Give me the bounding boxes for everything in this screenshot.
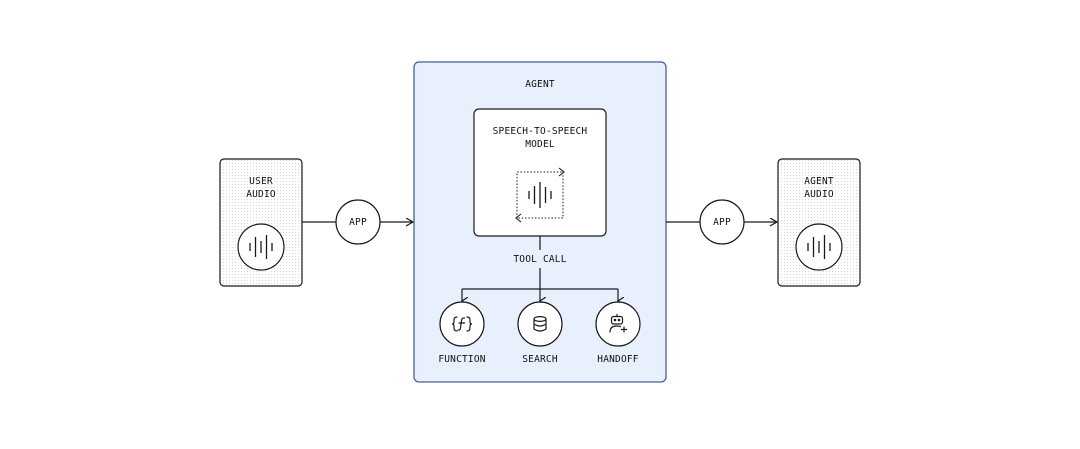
user-audio-label: USER AUDIO [220,175,302,201]
function-braces-icon [451,316,473,332]
database-icon [533,316,547,332]
function-node [439,301,485,347]
search-label: SEARCH [522,354,558,365]
agent-title: AGENT [525,79,555,90]
robot-person-add-icon [609,313,628,333]
agent-audio-label-line2: AUDIO [804,189,834,200]
search-node [517,301,563,347]
agent-audio-label: AGENT AUDIO [778,175,860,201]
app-left-label: APP [349,217,367,228]
app-right-label: APP [713,217,731,228]
handoff-label: HANDOFF [597,354,639,365]
speech-loop-icon [515,167,565,223]
agent-audio-wave-icon [795,223,843,271]
function-label: FUNCTION [438,354,486,365]
speech-model-label-line2: MODEL [525,139,555,150]
speech-model-label-line1: SPEECH-TO-SPEECH [492,126,588,137]
user-audio-label-line1: USER [249,176,273,187]
tool-call-label: TOOL CALL [513,254,567,265]
agent-audio-label-line1: AGENT [804,176,834,187]
speech-model-label: SPEECH-TO-SPEECH MODEL [474,125,606,151]
user-audio-label-line2: AUDIO [246,189,276,200]
user-audio-wave-icon [237,223,285,271]
